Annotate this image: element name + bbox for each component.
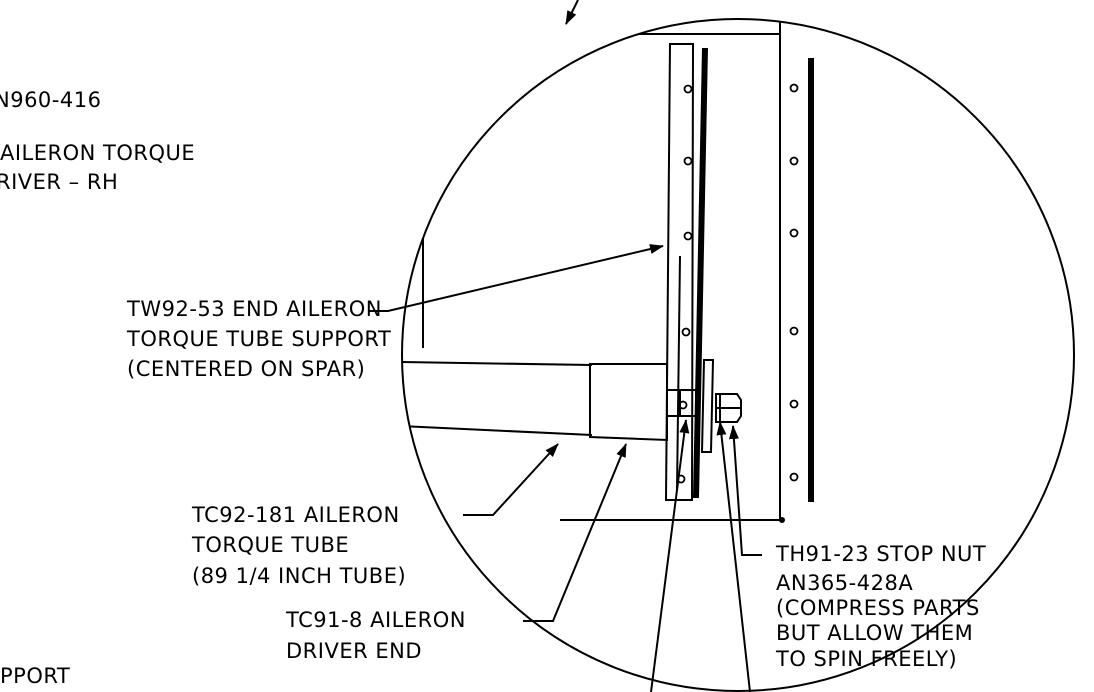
end-support-plate	[664, 43, 695, 501]
bolt-spacer	[666, 389, 697, 417]
label-th91-1: TH91-23 STOP NUT	[776, 542, 987, 566]
label-end-driver-1: AILERON TORQUE	[0, 141, 196, 165]
label-tc91-2: DRIVER END	[286, 639, 423, 663]
detail-view-leader	[565, 0, 579, 25]
support-inner-edge	[676, 255, 681, 491]
right-hinge-holes	[789, 83, 799, 482]
driver-end	[589, 363, 668, 442]
label-th91-5: TO SPIN FREELY)	[776, 647, 958, 671]
label-an960: N960-416	[0, 88, 102, 112]
label-th91-2: AN365-428A	[776, 571, 914, 595]
label-end-driver-2: RIVER – RH	[0, 170, 119, 194]
label-tc91-1: TC91-8 AILERON	[286, 608, 466, 632]
label-tw92-3: (CENTERED ON SPAR)	[127, 357, 366, 381]
washer-plate	[700, 359, 715, 453]
torque-tube-bottom	[402, 425, 593, 436]
leader-th91	[728, 425, 762, 556]
corner-dot	[779, 517, 785, 523]
leader-tc91	[523, 443, 627, 622]
stop-nut	[715, 393, 742, 423]
label-tw92-1: TW92-53 END AILERON	[127, 297, 382, 321]
leader-tc92	[463, 443, 559, 516]
label-tc92-1: TC92-181 AILERON	[192, 503, 400, 527]
label-tc92-2: TORQUE TUBE	[192, 533, 350, 557]
label-th91-3: (COMPRESS PARTS	[776, 596, 980, 620]
end-support-edge	[693, 47, 708, 499]
detail-circle	[401, 18, 1075, 692]
leader-tw92	[368, 244, 664, 312]
label-tw92-2: TORQUE TUBE SUPPORT	[127, 327, 392, 351]
label-tc92-3: (89 1/4 INCH TUBE)	[192, 564, 407, 588]
torque-tube-top	[402, 361, 593, 366]
leader-bottom-2	[716, 421, 751, 692]
label-th91-4: BUT ALLOW THEM	[776, 621, 974, 645]
label-support-partial: PPORT	[0, 664, 71, 688]
leader-bottom-1	[650, 419, 690, 692]
